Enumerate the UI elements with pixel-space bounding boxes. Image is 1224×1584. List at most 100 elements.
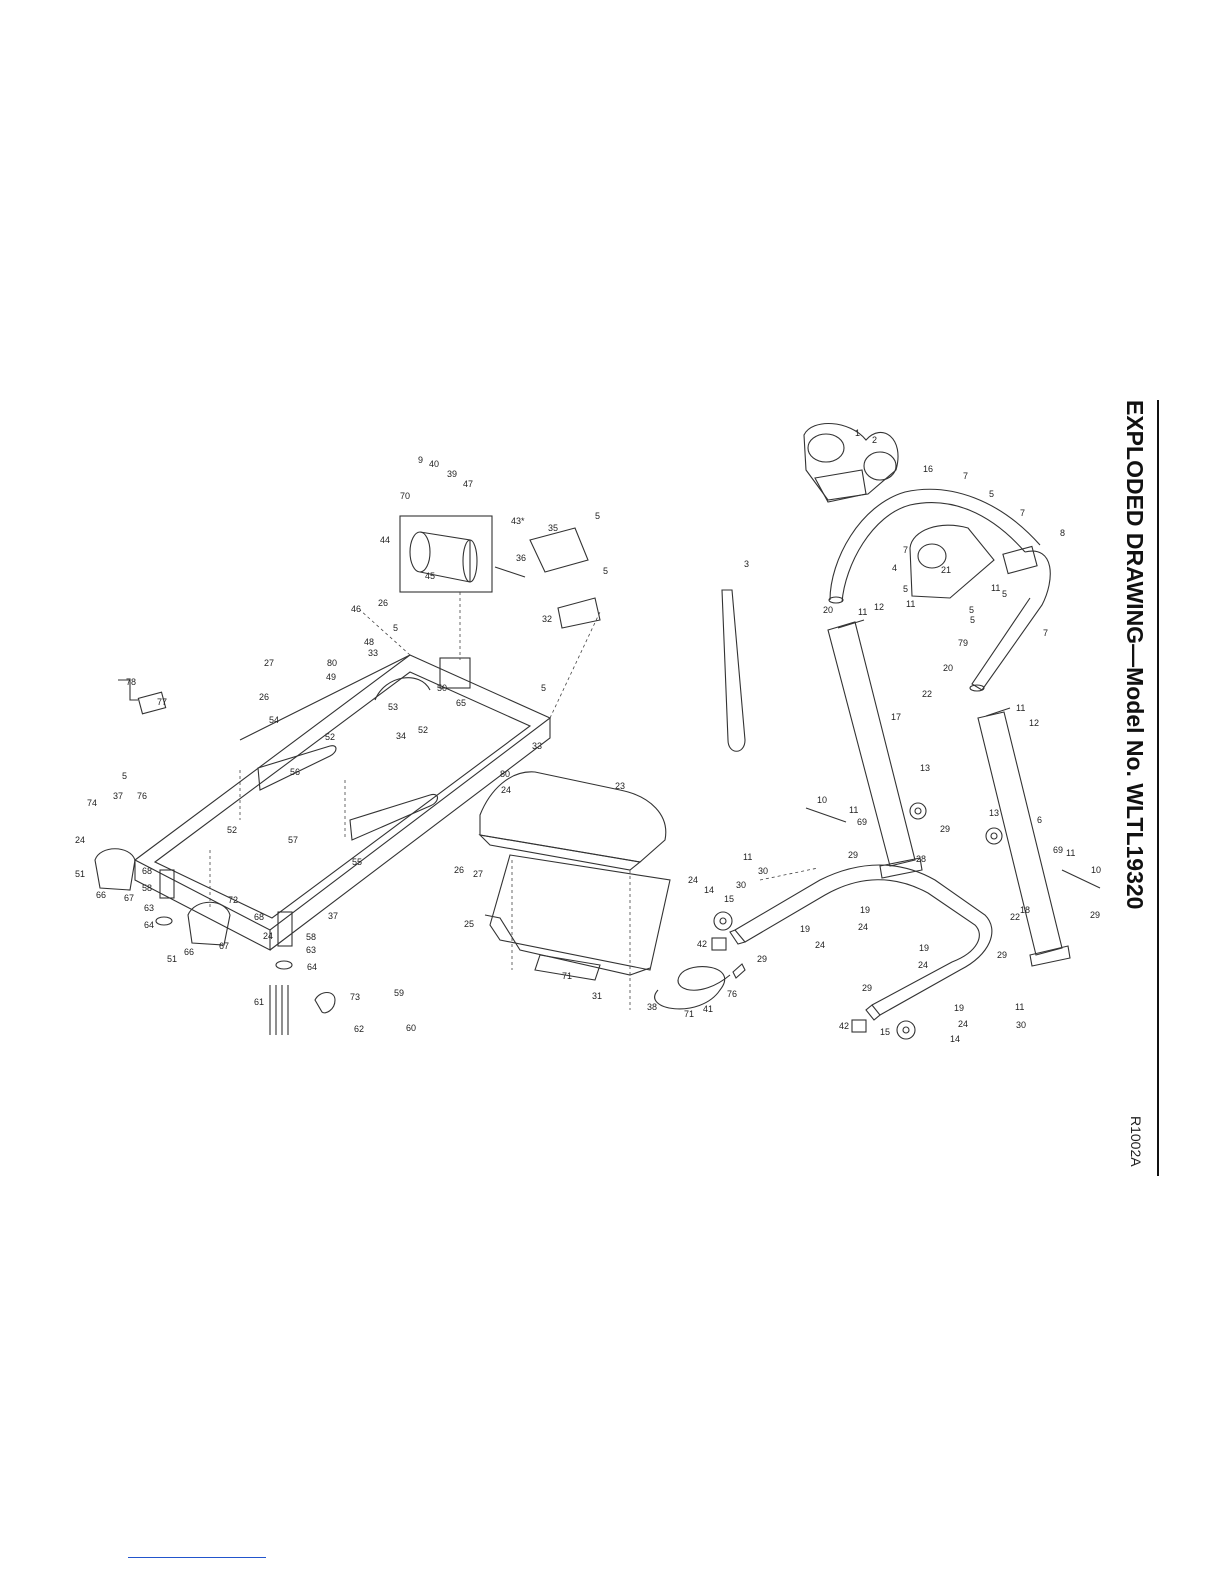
callout-c69a: 69 xyxy=(857,817,867,827)
callout-c67b: 67 xyxy=(219,941,229,951)
callout-c25: 25 xyxy=(464,919,474,929)
callout-c34: 34 xyxy=(396,731,406,741)
callout-c24d: 24 xyxy=(263,931,273,941)
callout-c70: 70 xyxy=(400,491,410,501)
callout-c71b: 71 xyxy=(684,1009,694,1019)
callout-c5d: 5 xyxy=(541,683,546,693)
hardware-part xyxy=(269,566,1101,1035)
callout-c27a: 27 xyxy=(264,658,274,668)
callout-c7a: 7 xyxy=(963,471,968,481)
callout-c74: 74 xyxy=(87,798,97,808)
callout-c64b: 64 xyxy=(307,962,317,972)
callout-c42a: 42 xyxy=(697,939,707,949)
callout-c59: 59 xyxy=(394,988,404,998)
callout-c80a: 80 xyxy=(327,658,337,668)
callout-c60: 60 xyxy=(406,1023,416,1033)
callout-c50: 50 xyxy=(437,683,447,693)
callout-c38: 38 xyxy=(647,1002,657,1012)
callout-c41: 41 xyxy=(703,1004,713,1014)
callout-c57: 57 xyxy=(288,835,298,845)
callout-c11c: 11 xyxy=(906,599,915,609)
callout-c44: 44 xyxy=(380,535,390,545)
callout-c51a: 51 xyxy=(75,869,85,879)
callout-c30c: 30 xyxy=(1016,1020,1026,1030)
callout-c29b: 29 xyxy=(848,850,858,860)
callout-c36: 36 xyxy=(516,553,526,563)
callout-c30a: 30 xyxy=(758,866,768,876)
callout-c5g: 5 xyxy=(903,584,908,594)
callout-c24e: 24 xyxy=(815,940,825,950)
callout-c15a: 15 xyxy=(724,894,734,904)
callout-c26a: 26 xyxy=(378,598,388,608)
callout-c26c: 26 xyxy=(454,865,464,875)
callout-c46: 46 xyxy=(351,604,361,614)
callout-c58a: 58 xyxy=(142,883,152,893)
callout-c37a: 37 xyxy=(113,791,123,801)
callout-c49: 49 xyxy=(326,672,336,682)
callout-c21: 21 xyxy=(941,565,951,575)
callout-c29a: 29 xyxy=(940,824,950,834)
callout-c24h: 24 xyxy=(958,1019,968,1029)
callout-c67a: 67 xyxy=(124,893,134,903)
callout-c43: 43* xyxy=(511,516,525,526)
callout-c7c: 7 xyxy=(903,545,908,555)
callout-c69b: 69 xyxy=(1053,845,1063,855)
base-frame-part xyxy=(729,864,993,1021)
callout-c24b: 24 xyxy=(501,785,511,795)
callout-c11g: 11 xyxy=(1066,848,1075,858)
callout-c66b: 66 xyxy=(184,947,194,957)
callout-c13b: 13 xyxy=(989,808,999,818)
callout-c52a: 52 xyxy=(325,732,335,742)
callout-c11e: 11 xyxy=(849,805,858,815)
callout-c5b: 5 xyxy=(603,566,608,576)
callout-c76b: 76 xyxy=(727,989,737,999)
callout-c26b: 26 xyxy=(259,692,269,702)
drawing-code: R1002A xyxy=(1128,1116,1144,1167)
power-cord-part xyxy=(654,963,746,1010)
callout-c63b: 63 xyxy=(306,945,316,955)
callout-c40: 40 xyxy=(429,459,439,469)
callout-c33b: 33 xyxy=(532,741,542,751)
console-part xyxy=(803,423,899,503)
title-rule xyxy=(1157,400,1159,1176)
callout-c5h: 5 xyxy=(1002,589,1007,599)
handlebar-part xyxy=(828,488,1051,692)
callout-c1: 1 xyxy=(855,428,860,438)
callout-c30b: 30 xyxy=(736,880,746,890)
callout-c72: 72 xyxy=(228,895,238,905)
callout-c24g: 24 xyxy=(918,960,928,970)
callout-c55: 55 xyxy=(352,857,362,867)
callout-c13a: 13 xyxy=(920,763,930,773)
callout-c29d: 29 xyxy=(1090,910,1100,920)
callout-c61: 61 xyxy=(254,997,264,1007)
callout-c5i: 5 xyxy=(969,605,974,615)
hood-part xyxy=(478,771,671,981)
callout-c64a: 64 xyxy=(144,920,154,930)
callout-c39: 39 xyxy=(447,469,457,479)
callout-c11a: 11 xyxy=(858,607,867,617)
callout-c19b: 19 xyxy=(860,905,870,915)
callout-c76a: 76 xyxy=(137,791,147,801)
callout-c79: 79 xyxy=(958,638,968,648)
callout-c5c: 5 xyxy=(393,623,398,633)
callout-c7b: 7 xyxy=(1020,508,1025,518)
callout-c7d: 7 xyxy=(1043,628,1048,638)
callout-c66a: 66 xyxy=(96,890,106,900)
alignment-lines xyxy=(209,592,819,1010)
callout-c5a: 5 xyxy=(595,511,600,521)
callout-c17: 17 xyxy=(891,712,901,722)
callout-c80b: 80 xyxy=(500,769,510,779)
callout-c45: 45 xyxy=(425,571,435,581)
callout-c15b: 15 xyxy=(880,1027,890,1037)
callout-c27b: 27 xyxy=(473,869,483,879)
callout-c23: 23 xyxy=(615,781,625,791)
leg-parts xyxy=(94,679,293,970)
callout-c2: 2 xyxy=(872,435,877,445)
callout-c35: 35 xyxy=(548,523,558,533)
callout-c5e: 5 xyxy=(122,771,127,781)
callout-c11h: 11 xyxy=(1015,1002,1024,1012)
callout-c9: 9 xyxy=(418,455,423,465)
callout-c62: 62 xyxy=(354,1024,364,1034)
